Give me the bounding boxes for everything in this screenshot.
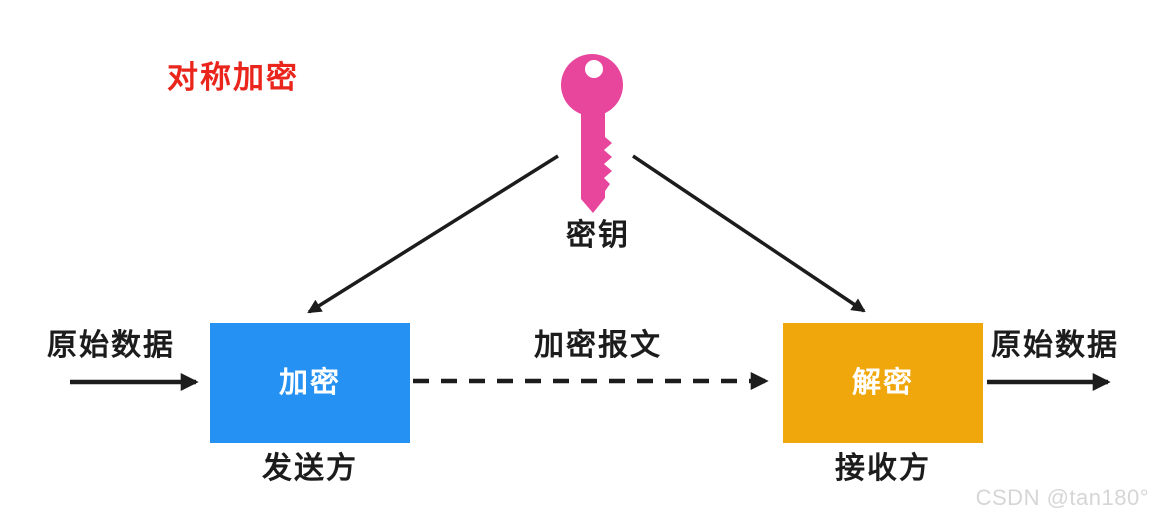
- key-shaft: [581, 103, 612, 213]
- key-head: [561, 54, 623, 116]
- key-to-receiver-arrow: [632, 154, 866, 313]
- key-hole: [585, 60, 603, 78]
- receiver-role-label: 接收方: [835, 452, 931, 485]
- plaintext-input-label: 原始数据: [47, 329, 175, 362]
- sender-role-label: 发送方: [262, 452, 358, 485]
- watermark: CSDN @tan180°: [975, 485, 1149, 510]
- key-icon: [561, 54, 623, 213]
- diagram-title: 对称加密: [167, 60, 299, 95]
- key-to-sender-arrow: [307, 154, 559, 314]
- plaintext-output-label: 原始数据: [991, 329, 1119, 362]
- key-label: 密钥: [566, 219, 630, 252]
- encrypt-box: 加密: [210, 323, 410, 443]
- ciphertext-label: 加密报文: [534, 329, 662, 362]
- decrypt-box: 解密: [783, 323, 983, 443]
- encrypt-box-label: 加密: [278, 366, 341, 399]
- decrypt-box-label: 解密: [851, 366, 914, 399]
